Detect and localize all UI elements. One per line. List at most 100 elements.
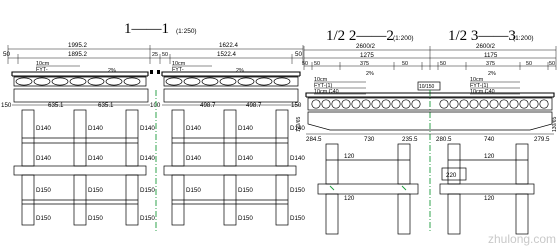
center-label: 10/150 — [419, 84, 435, 90]
joint-marker — [157, 70, 160, 74]
pier-label-left-4: D140 — [36, 155, 51, 162]
dim-r2: 375 — [486, 61, 495, 67]
pile-label-right-1: D150 — [186, 187, 201, 194]
dim-total-r-right: 2600/2 — [476, 43, 495, 50]
pile-dim-e: 120 — [484, 195, 495, 202]
dim-r5: 50 — [549, 61, 555, 67]
columns-section-2 — [317, 143, 419, 235]
pile-dim-b: 120 — [344, 195, 355, 202]
cap-beam-left — [13, 88, 149, 103]
pile-dim-c: 120 — [484, 153, 495, 160]
pile-label-left-5: D150 — [88, 215, 103, 222]
cap-right-r: 235.5 — [402, 136, 418, 143]
watermark: zhulong.com — [488, 232, 556, 246]
layer-note-1: 10cm — [36, 61, 50, 67]
dim-total-right: 1622.4 — [219, 42, 238, 49]
cap-beam-right-view — [307, 111, 553, 131]
dim-p3: 50 — [402, 61, 408, 67]
dim-total-r: 2600/2 — [356, 43, 375, 50]
dim-p1: 50 — [314, 61, 320, 67]
dim-deck-left: 1895.2 — [68, 51, 87, 58]
span-right-2: 498.7 — [246, 102, 262, 109]
deck-left — [11, 71, 149, 87]
dim-deck-r-right: 1175 — [484, 52, 498, 59]
pier-label-right-1: D140 — [186, 125, 201, 132]
left-section-view: 1——1 (1:250) 1995.2 1622.4 1895.2 1522.4… — [1, 21, 305, 232]
pile-label-left-1: D150 — [36, 187, 51, 194]
layer-note-2: FYT- — [36, 67, 48, 73]
pier-label-left-3: D140 — [140, 125, 155, 132]
slope-left: 2% — [108, 68, 116, 74]
dim-r1: 50 — [440, 61, 446, 67]
deck-right-view — [305, 92, 555, 111]
deck-right — [161, 71, 301, 87]
pile-label-right-3: D150 — [290, 187, 305, 194]
pier-label-right-6: D140 — [290, 155, 305, 162]
cap-dim-right: 150 — [291, 102, 302, 109]
pile-label-left-6: D150 — [140, 215, 155, 222]
slope-r-a: 2% — [366, 71, 374, 77]
dim-total-left: 1995.2 — [68, 42, 87, 49]
pier-label-left-6: D140 — [140, 155, 155, 162]
cap-left-r3: 280.5 — [436, 136, 452, 143]
slope-r-b: 2% — [488, 71, 496, 77]
span-left-2: 635.1 — [98, 102, 114, 109]
section-2-title: 1/2 2——2 — [326, 28, 394, 44]
span-right-1: 498.7 — [200, 102, 216, 109]
layer-note-2-right: FYT- — [172, 67, 184, 73]
dim-p0: 50 — [302, 61, 308, 67]
pile-label-right-4: D150 — [238, 215, 253, 222]
layer-r-1: 10cm — [314, 77, 328, 83]
layer-r-2: FYT-(1) — [314, 83, 332, 89]
layer-r-3: 10cm C40 — [314, 89, 339, 95]
pier-label-left-5: D140 — [88, 155, 103, 162]
pile-label-left-2: D150 — [88, 187, 103, 194]
cap-dim-left: 150 — [1, 102, 12, 109]
layer-r-3-right: 10cm C40 — [470, 89, 495, 95]
columns-section-3 — [439, 143, 535, 235]
cap-beam-right — [163, 88, 299, 103]
pile-label-left-3: D150 — [140, 187, 155, 194]
hatch-mark — [329, 185, 335, 191]
section-2-scale: (1:200) — [393, 35, 414, 42]
right-height: 130/65 — [552, 116, 558, 132]
dim-deck-right: 1522.4 — [217, 51, 236, 58]
cap-dim-mid: 100 — [150, 102, 161, 109]
dim-p2: 375 — [360, 61, 369, 67]
cap-right-r3: 279.5 — [534, 136, 550, 143]
cap-mid-r3: 740 — [484, 136, 495, 143]
pier-label-left-2: D140 — [88, 125, 103, 132]
piers-left — [13, 109, 147, 226]
cap-mid-r: 730 — [364, 136, 375, 143]
dim-gap-a: 25 — [152, 52, 158, 58]
center-box — [417, 81, 441, 91]
dim-gap-b: 50 — [162, 52, 168, 58]
piers-right — [163, 109, 297, 226]
layer-r-1-right: 10cm — [470, 77, 484, 83]
dim-edge-right: 50 — [295, 51, 302, 58]
slope-right: 2% — [236, 68, 244, 74]
dim-edge-left: 50 — [3, 51, 10, 58]
span-left-1: 635.1 — [48, 102, 64, 109]
pile-label-left-4: D150 — [36, 215, 51, 222]
pile-label-right-5: D150 — [290, 215, 305, 222]
pier-label-right-5: D140 — [238, 155, 253, 162]
section-3-title: 1/2 3——3 — [448, 28, 516, 44]
layer-r-2-right: FYT-(1) — [470, 83, 488, 89]
pile-dim-a: 120 — [344, 153, 355, 160]
left-height: 120/65 — [296, 116, 302, 132]
layer-note-1-right: 10cm — [172, 61, 186, 67]
section-3-scale: (1:200) — [513, 35, 534, 42]
right-section-view: 1/2 2——2 (1:200) 1/2 3——3 (1:200) 2600/2… — [296, 28, 558, 235]
pile-dim-d: 220 — [446, 172, 457, 179]
joint-marker — [150, 70, 153, 74]
pier-label-right-3: D140 — [290, 125, 305, 132]
hatch-mark — [401, 185, 407, 191]
pier-label-right-4: D140 — [186, 155, 201, 162]
pier-label-right-2: D140 — [238, 125, 253, 132]
section-1-title: 1——1 — [124, 21, 169, 37]
pier-label-left-1: D140 — [36, 125, 51, 132]
pile-label-right-2: D150 — [238, 187, 253, 194]
cap-left-r: 284.5 — [306, 136, 322, 143]
